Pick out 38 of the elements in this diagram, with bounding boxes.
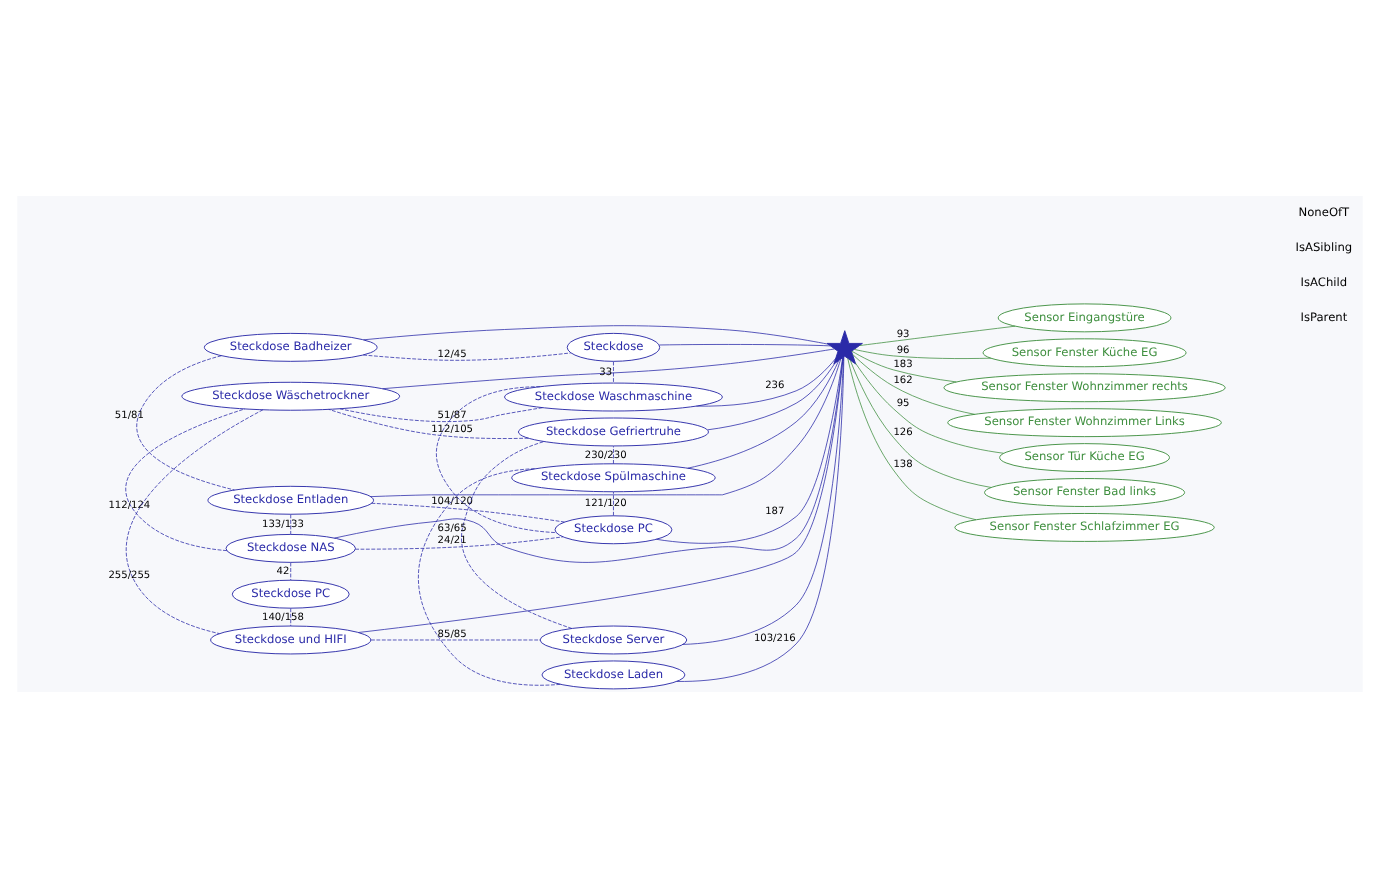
connector xyxy=(658,344,831,347)
connector xyxy=(676,356,845,682)
connector xyxy=(687,360,839,469)
connector xyxy=(435,386,557,533)
connector xyxy=(707,363,835,431)
connector xyxy=(613,445,614,465)
connector xyxy=(136,355,235,491)
connector xyxy=(125,408,246,551)
connector xyxy=(339,407,543,422)
connector xyxy=(370,639,541,641)
connector xyxy=(613,361,614,384)
connector xyxy=(613,491,614,516)
connector xyxy=(696,358,837,407)
connector xyxy=(418,468,561,686)
connector xyxy=(851,350,957,383)
connector xyxy=(656,357,843,544)
connector xyxy=(125,409,264,634)
connector xyxy=(362,352,572,361)
connector xyxy=(859,325,1016,346)
connector xyxy=(852,353,976,415)
connector xyxy=(290,562,292,581)
connector xyxy=(371,502,565,523)
connector xyxy=(682,356,844,645)
connector xyxy=(334,357,844,563)
connector xyxy=(382,348,835,390)
connector xyxy=(290,608,292,627)
connector xyxy=(358,357,844,633)
connector xyxy=(854,362,1004,454)
connector xyxy=(370,359,841,498)
connector xyxy=(328,408,529,439)
connector xyxy=(363,325,829,345)
connector xyxy=(354,536,564,550)
connector xyxy=(853,349,992,359)
connector xyxy=(290,514,292,535)
connector xyxy=(461,441,573,629)
connector xyxy=(849,360,992,488)
node-star xyxy=(826,330,863,365)
connector xyxy=(847,358,977,521)
